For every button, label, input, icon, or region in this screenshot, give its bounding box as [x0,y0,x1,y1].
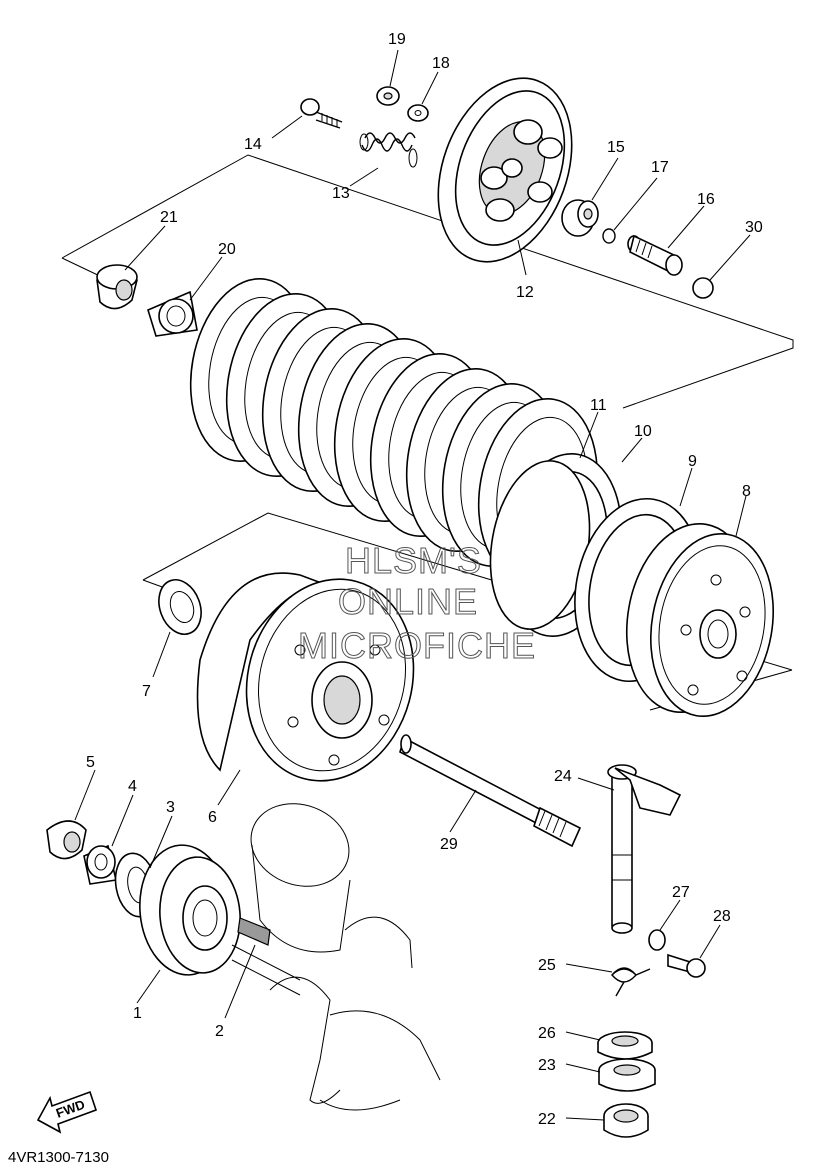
callout-leaders [74,49,751,1121]
callout-12: 12 [516,284,534,301]
diagram-code: 4VR1300-7130 [8,1149,109,1166]
woodruff-key [237,917,271,946]
callout-14: 14 [244,136,262,153]
callout-9: 9 [688,453,697,470]
push-rod [627,234,683,276]
clutch-spring-nut [376,86,400,106]
callout-labels: 19 18 14 13 15 17 16 30 12 21 20 11 10 9… [86,31,763,1128]
clutch-housing [196,572,415,782]
lock-washer [147,290,198,337]
watermark-line-1: HLSM'S [345,540,482,581]
callout-25: 25 [538,957,556,974]
push-rod-end [561,199,599,237]
callout-21: 21 [160,209,178,226]
crankshaft-phantom [231,803,441,1111]
callout-19: 19 [388,31,406,48]
callout-10: 10 [634,423,652,440]
clutch-boss-nut [96,264,138,310]
oil-seal [598,1058,656,1092]
push-lever-axle [607,764,682,934]
clutch-boss [625,523,775,717]
callout-1: 1 [133,1005,142,1022]
primary-drive-gear [139,844,241,976]
callout-11: 11 [590,397,607,414]
torsion-spring [611,967,651,997]
callout-30: 30 [745,219,763,236]
upper-assembly-outline [61,154,794,409]
friction-plate-stack [189,278,599,582]
watermark: HLSM'S ONLINE MICROFICHE [298,540,536,667]
callout-15: 15 [607,139,625,156]
callout-29: 29 [440,836,458,853]
callout-8: 8 [742,483,751,500]
clutch-bolt [300,98,343,129]
callout-18: 18 [432,55,450,72]
push-lever-shaft [399,734,582,848]
small-washer [648,929,666,951]
callout-28: 28 [713,908,731,925]
needle-bearing [603,1103,649,1138]
callout-5: 5 [86,754,95,771]
callout-2: 2 [215,1023,224,1040]
callout-26: 26 [538,1025,556,1042]
watermark-line-2: ONLINE [338,581,478,622]
callout-17: 17 [651,159,669,176]
thrust-washer-lever [597,1031,653,1060]
callout-6: 6 [208,809,217,826]
callout-27: 27 [672,884,690,901]
primary-drive-nut [46,820,87,860]
o-ring [602,228,616,244]
callout-22: 22 [538,1111,556,1128]
callout-3: 3 [166,799,175,816]
steel-ball [692,277,714,299]
watermark-line-3: MICROFICHE [298,625,536,666]
callout-13: 13 [332,185,350,202]
callout-4: 4 [128,778,137,795]
callout-23: 23 [538,1057,556,1074]
primary-lock-washer [83,844,117,885]
callout-7: 7 [142,683,151,700]
fwd-arrow: FWD [36,1090,98,1134]
screw [667,953,706,978]
compression-spring [359,132,418,168]
pressure-plate [437,77,573,263]
thrust-washer [158,579,202,635]
plain-washer [407,104,429,122]
callout-24: 24 [554,768,572,785]
callout-16: 16 [697,191,715,208]
callout-20: 20 [218,241,236,258]
